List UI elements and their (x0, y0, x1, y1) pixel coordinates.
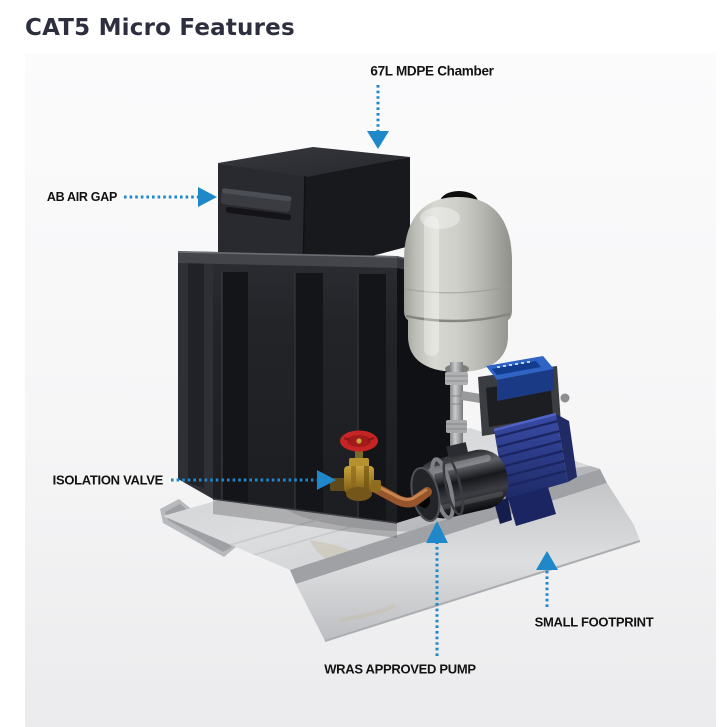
lid-top-face (218, 147, 410, 177)
vessel-body (404, 197, 512, 372)
lid-handle (220, 188, 292, 221)
tank-left-recess (188, 262, 204, 488)
callout-footprint-label: SMALL FOOTPRINT (534, 614, 654, 630)
motor-foot (508, 487, 556, 526)
callout-isolation-valve-label: ISOLATION VALVE (52, 472, 164, 488)
controller-front (497, 369, 554, 401)
callout-arrows (124, 85, 558, 656)
lid-right-face (303, 157, 410, 274)
callout-pump-label: WRAS APPROVED PUMP (324, 661, 476, 677)
callout-chamber-label: 67L MDPE Chamber (370, 63, 494, 79)
page-title: CAT5 Micro Features (25, 15, 295, 41)
callout-air-gap-label: AB AIR GAP (46, 190, 117, 204)
vessel-pipe (445, 362, 486, 462)
expansion-vessel (404, 191, 512, 374)
footprint-arrow (536, 551, 558, 607)
copper-pipe (367, 481, 432, 508)
tank-lid (218, 147, 410, 275)
pump-arrow (426, 521, 448, 656)
controller-display (492, 361, 541, 375)
motor-end-bell (556, 414, 577, 482)
isolation-valve-arrow (171, 470, 336, 490)
chamber-arrow (367, 85, 389, 149)
base-plate-skirt (296, 483, 640, 641)
isolation-valve (330, 430, 381, 501)
air-gap-arrow (124, 187, 217, 207)
pump-controller (486, 356, 554, 401)
pump-motor (493, 412, 577, 526)
